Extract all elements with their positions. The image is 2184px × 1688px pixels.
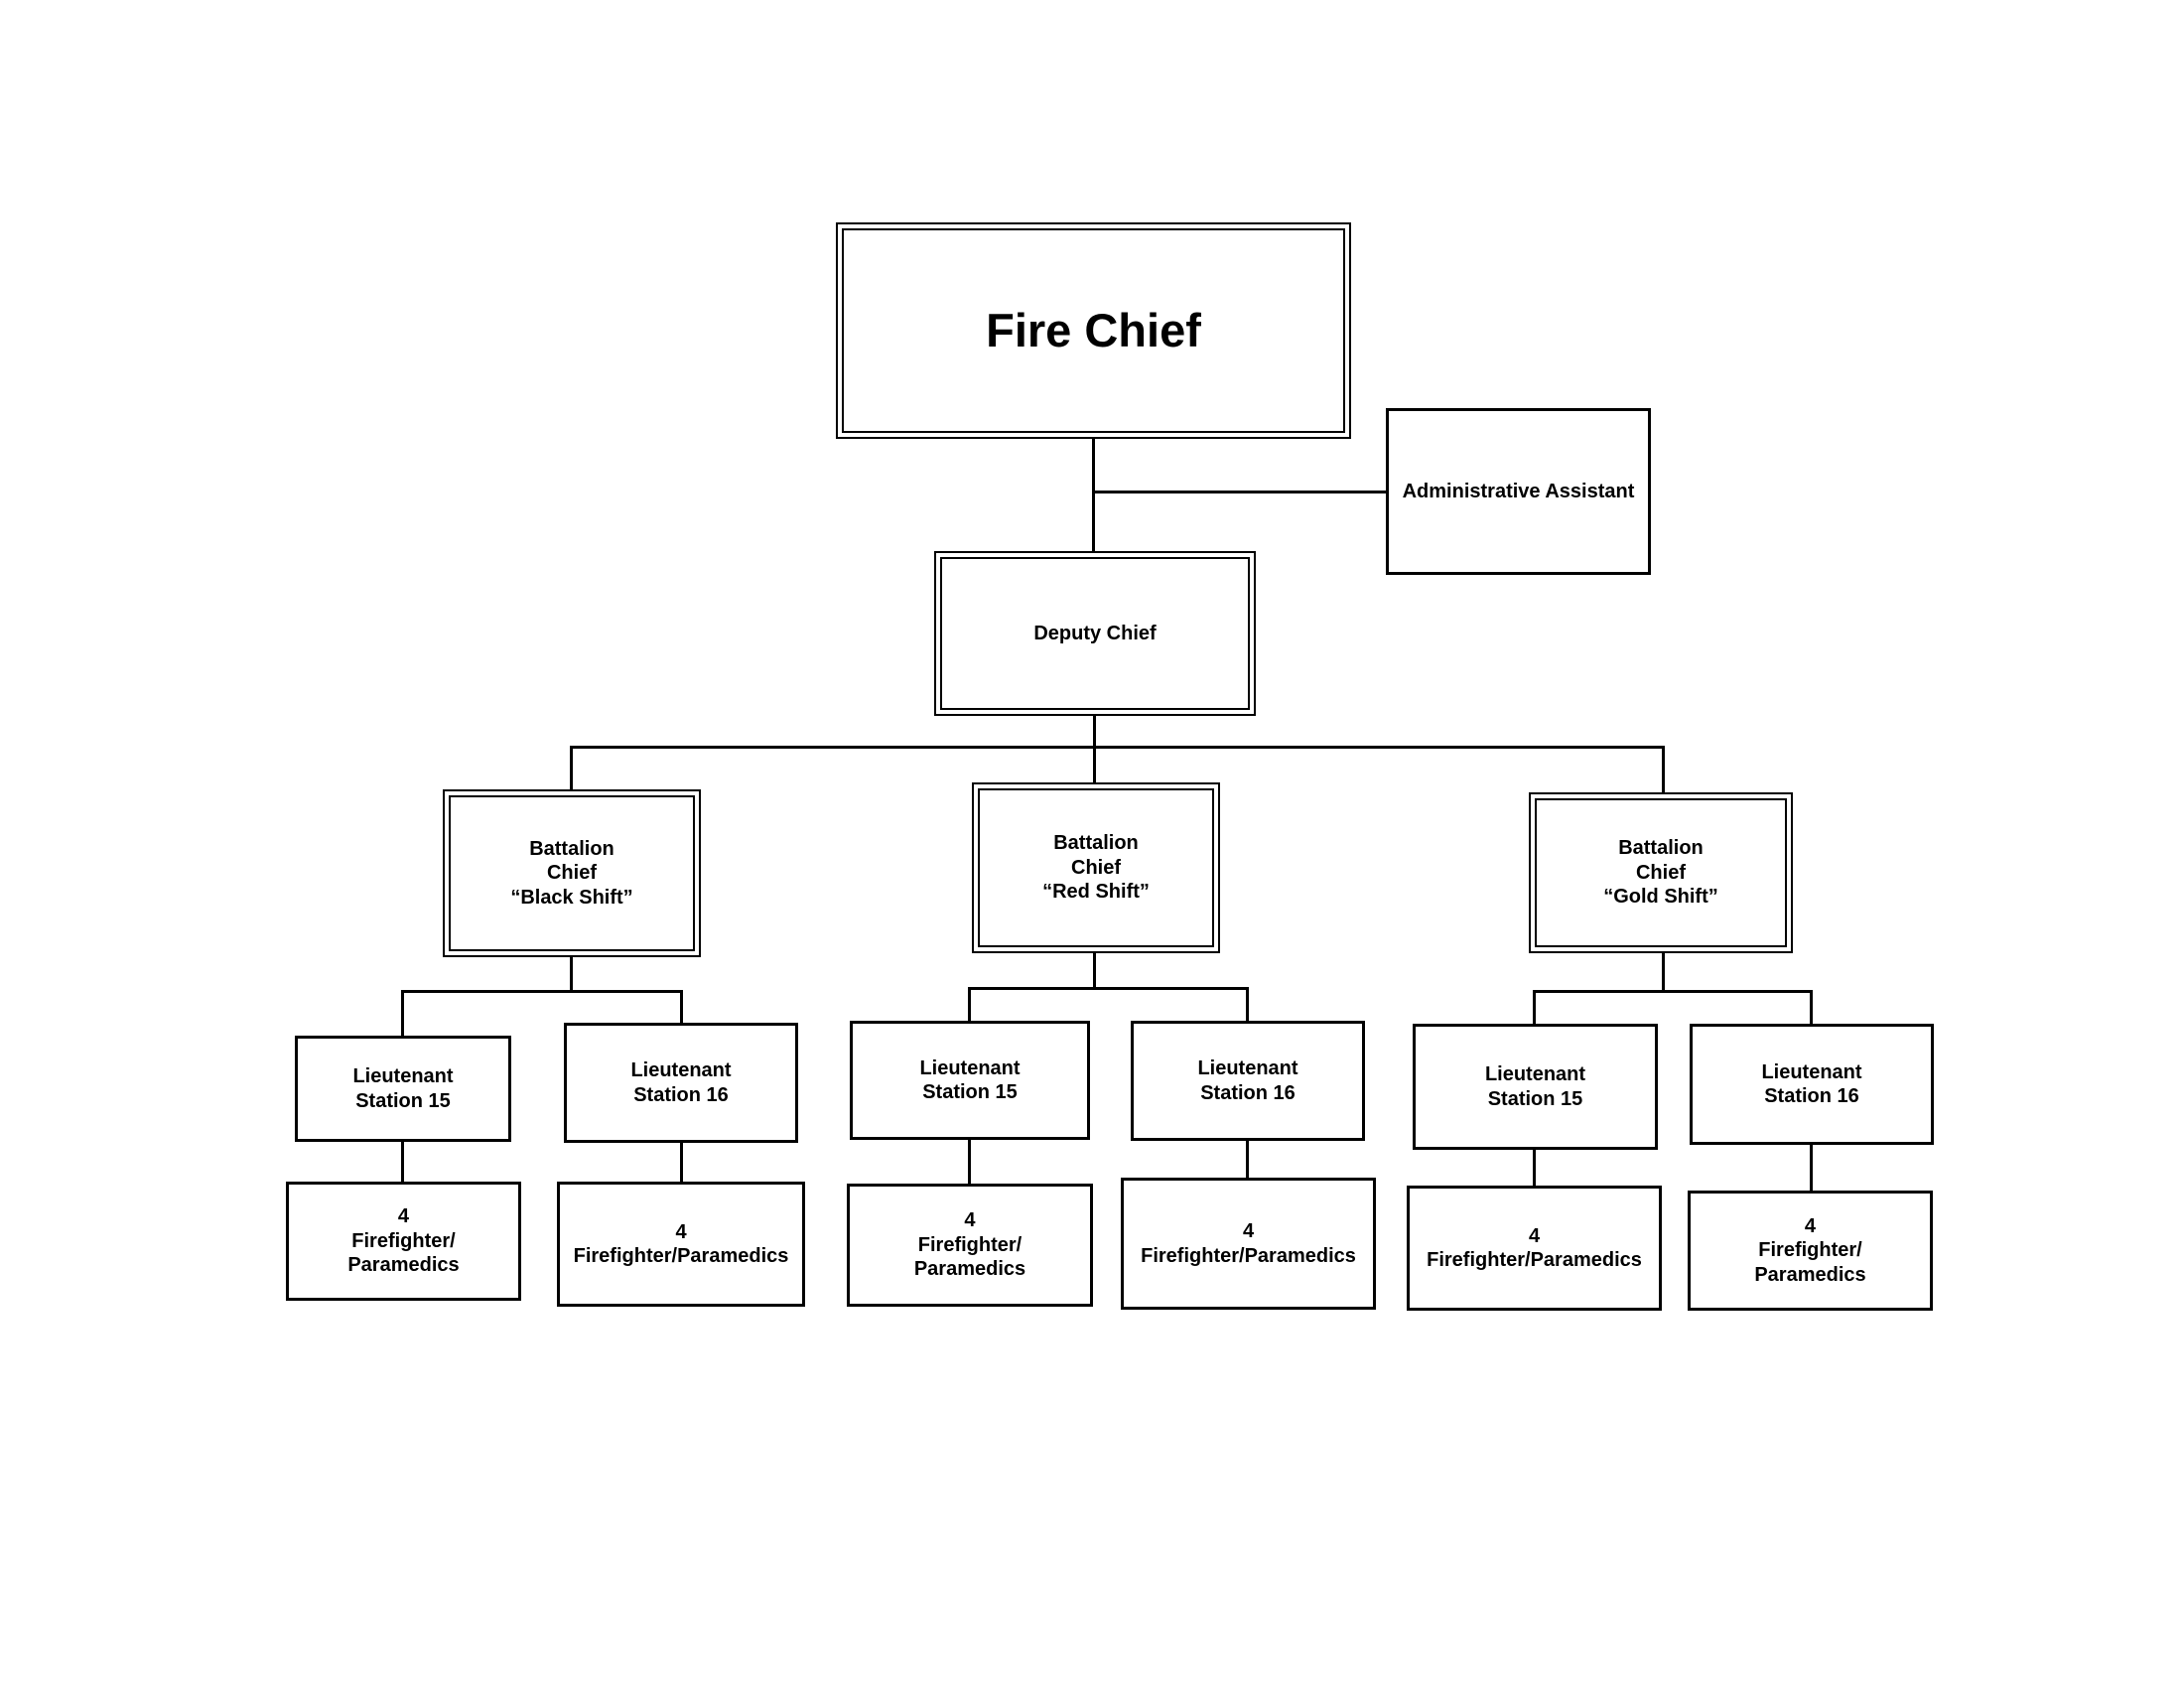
- org-node-lieutenant-red-station-16: Lieutenant Station 16: [1131, 1021, 1365, 1141]
- org-node-lieutenant-red-station-16-label: Lieutenant Station 16: [1197, 1057, 1298, 1104]
- connector-battalion-rail: [570, 746, 1665, 749]
- connector-lt-black-15-ff: [401, 1140, 404, 1184]
- org-node-firefighters-black-station-15: 4 Firefighter/ Paramedics: [286, 1182, 521, 1301]
- org-node-battalion-chief-red-frame: Battalion Chief “Red Shift”: [978, 788, 1214, 947]
- org-node-firefighters-gold-station-15-label: 4 Firefighter/Paramedics: [1427, 1224, 1642, 1271]
- org-node-firefighters-black-station-16-label: 4 Firefighter/Paramedics: [573, 1220, 789, 1267]
- org-node-battalion-chief-red-shift: Battalion Chief “Red Shift”: [972, 782, 1220, 953]
- org-node-administrative-assistant-label: Administrative Assistant: [1402, 480, 1635, 502]
- connector-drop-lt-gold-16: [1810, 990, 1813, 1026]
- org-node-lieutenant-gold-station-16-label: Lieutenant Station 16: [1761, 1060, 1862, 1107]
- org-node-firefighters-gold-station-15: 4 Firefighter/Paramedics: [1407, 1186, 1662, 1311]
- connector-red-rail: [968, 987, 1249, 990]
- org-node-firefighters-black-station-15-label: 4 Firefighter/ Paramedics: [347, 1205, 460, 1277]
- connector-drop-battalion-black: [570, 746, 573, 791]
- org-node-lieutenant-red-station-15: Lieutenant Station 15: [850, 1021, 1090, 1140]
- connector-lt-gold-16-ff: [1810, 1143, 1813, 1193]
- connector-lt-red-15-ff: [968, 1138, 971, 1186]
- connector-lt-red-16-ff: [1246, 1139, 1249, 1180]
- org-node-battalion-chief-gold-label: Battalion Chief “Gold Shift”: [1603, 837, 1718, 909]
- org-node-firefighters-gold-station-16: 4 Firefighter/ Paramedics: [1688, 1191, 1933, 1311]
- org-node-battalion-chief-black-frame: Battalion Chief “Black Shift”: [449, 795, 695, 951]
- connector-lt-gold-15-ff: [1533, 1148, 1536, 1188]
- org-node-fire-chief-label: Fire Chief: [986, 304, 1201, 357]
- org-node-firefighters-gold-station-16-label: 4 Firefighter/ Paramedics: [1754, 1214, 1866, 1286]
- org-node-lieutenant-gold-station-15: Lieutenant Station 15: [1413, 1024, 1658, 1150]
- connector-drop-lt-red-15: [968, 987, 971, 1023]
- org-node-lieutenant-black-station-15-label: Lieutenant Station 15: [352, 1065, 454, 1112]
- org-node-administrative-assistant: Administrative Assistant: [1386, 408, 1651, 575]
- org-node-battalion-chief-gold-shift: Battalion Chief “Gold Shift”: [1529, 792, 1793, 953]
- org-node-firefighters-red-station-16-label: 4 Firefighter/Paramedics: [1141, 1220, 1356, 1267]
- org-node-deputy-chief: Deputy Chief: [934, 551, 1256, 716]
- org-node-firefighters-red-station-15-label: 4 Firefighter/ Paramedics: [913, 1209, 1026, 1281]
- connector-gold-rail: [1533, 990, 1813, 993]
- connector-firechief-deputy: [1092, 439, 1095, 551]
- org-node-lieutenant-black-station-16: Lieutenant Station 16: [564, 1023, 798, 1143]
- org-node-fire-chief: Fire Chief: [836, 222, 1351, 439]
- org-node-lieutenant-red-station-15-label: Lieutenant Station 15: [919, 1056, 1021, 1103]
- connector-black-rail: [401, 990, 683, 993]
- connector-lt-black-16-ff: [680, 1141, 683, 1184]
- org-node-lieutenant-black-station-15: Lieutenant Station 15: [295, 1036, 511, 1142]
- connector-drop-battalion-gold: [1662, 746, 1665, 794]
- connector-drop-lt-gold-15: [1533, 990, 1536, 1026]
- org-node-deputy-chief-frame: Deputy Chief: [940, 557, 1250, 710]
- org-node-battalion-chief-black-label: Battalion Chief “Black Shift”: [510, 837, 633, 909]
- connector-admin-assistant-branch: [1092, 491, 1386, 493]
- connector-drop-lt-black-15: [401, 990, 404, 1038]
- org-node-deputy-chief-label: Deputy Chief: [1033, 622, 1157, 644]
- connector-black-stub: [570, 955, 573, 992]
- org-node-lieutenant-gold-station-16: Lieutenant Station 16: [1690, 1024, 1934, 1145]
- org-node-firefighters-red-station-15: 4 Firefighter/ Paramedics: [847, 1184, 1093, 1307]
- org-node-fire-chief-frame: Fire Chief: [842, 228, 1345, 433]
- org-node-lieutenant-gold-station-15-label: Lieutenant Station 15: [1484, 1063, 1586, 1110]
- connector-gold-stub: [1662, 951, 1665, 992]
- org-node-lieutenant-black-station-16-label: Lieutenant Station 16: [630, 1059, 732, 1106]
- connector-drop-lt-black-16: [680, 990, 683, 1025]
- org-node-battalion-chief-gold-frame: Battalion Chief “Gold Shift”: [1535, 798, 1787, 947]
- connector-drop-lt-red-16: [1246, 987, 1249, 1023]
- org-node-battalion-chief-red-label: Battalion Chief “Red Shift”: [1042, 832, 1150, 904]
- org-node-firefighters-black-station-16: 4 Firefighter/Paramedics: [557, 1182, 805, 1307]
- org-node-battalion-chief-black-shift: Battalion Chief “Black Shift”: [443, 789, 701, 957]
- connector-red-stub: [1093, 951, 1096, 989]
- org-node-firefighters-red-station-16: 4 Firefighter/Paramedics: [1121, 1178, 1376, 1310]
- connector-deputy-down: [1093, 716, 1096, 785]
